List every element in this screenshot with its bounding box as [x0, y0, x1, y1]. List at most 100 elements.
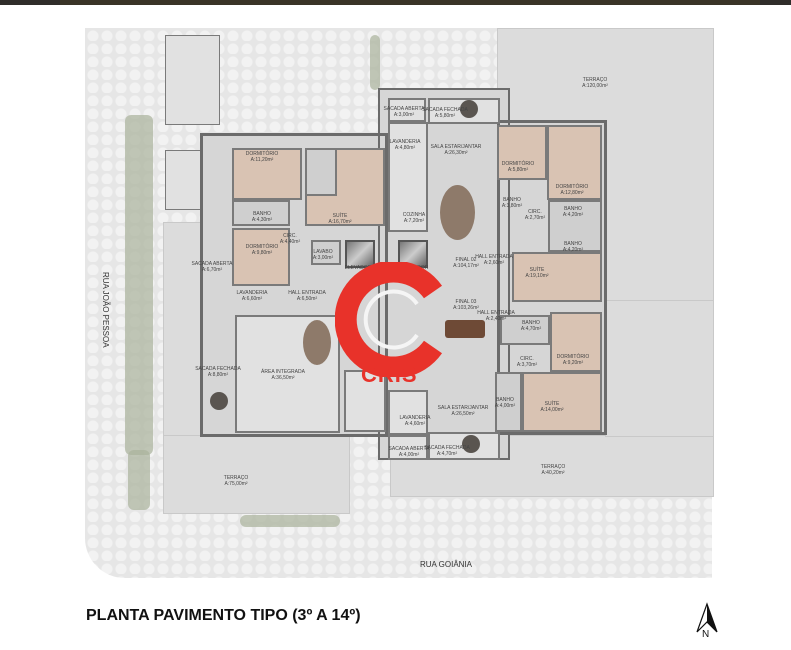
room-area: A:3,00m²	[393, 111, 415, 118]
garden-strip	[370, 35, 380, 90]
room-name: TERRAÇO	[223, 475, 249, 481]
planter	[460, 100, 478, 118]
room-name: DORMITÓRIO	[555, 184, 589, 190]
dining-table	[303, 320, 331, 365]
room-area: A:2,40m²	[485, 315, 507, 322]
room-name: SACADA FECHADA	[424, 445, 470, 451]
garden-strip	[125, 115, 153, 455]
cris-logo-watermark	[335, 262, 442, 377]
room-area: A:26,50m²	[451, 410, 475, 417]
room-banho	[548, 200, 602, 252]
room-name: BANHO	[564, 206, 582, 212]
room-name: FINAL 02	[455, 257, 477, 263]
room-dormitorio	[550, 312, 602, 372]
room-area: A:36,50m²	[271, 374, 295, 381]
top-bar-accent	[60, 0, 760, 5]
watermark-text: CRIS	[361, 362, 418, 387]
room-area: A:7,20m²	[403, 217, 425, 224]
room-label: CIRC.A:4,40m²	[280, 233, 300, 245]
room-dormitorio	[547, 125, 602, 200]
room-banho	[495, 372, 522, 432]
planter	[210, 392, 228, 410]
room-name: BANHO	[253, 211, 271, 217]
room-area: A:4,20m²	[562, 211, 584, 218]
room-banho	[500, 315, 550, 345]
room-dormitorio	[232, 228, 290, 286]
room-name: SACADA FECHADA	[195, 366, 241, 372]
room-name: BANHO	[503, 197, 521, 203]
room-name: ÁREA INTEGRADA	[261, 369, 305, 375]
room-name: COZINHA	[402, 212, 426, 218]
terrace-right	[605, 300, 714, 437]
room-area: A:8,80m²	[207, 371, 229, 378]
room-area: A:104,17m²	[453, 262, 479, 269]
room-name: FINAL 03	[455, 299, 477, 305]
logo-c-shape	[335, 262, 442, 377]
room-name: BANHO	[496, 397, 514, 403]
room-dormitorio	[497, 125, 547, 180]
room-area: A:6,60m²	[241, 295, 263, 302]
room-suite	[522, 372, 602, 432]
room-name: ELEVADOR	[344, 265, 372, 271]
room-name: TERRAÇO	[582, 77, 608, 83]
room-area: A:120,00m²	[582, 82, 608, 89]
room-area: A:9,80m²	[251, 249, 273, 256]
room-name: SACADA FECHADA	[422, 107, 468, 113]
plan-title: PLANTA PAVIMENTO TIPO (3º A 14º)	[86, 607, 361, 624]
room-area: A:75,00m²	[224, 480, 248, 487]
top-bar	[0, 0, 791, 5]
room-area: A:4,00m²	[398, 451, 420, 458]
garden-strip	[128, 450, 150, 510]
room-name: CIRC.	[520, 356, 534, 362]
pergola	[165, 35, 220, 125]
stairs	[344, 370, 386, 432]
elevator	[345, 240, 375, 268]
room-area: A:11,20m²	[250, 156, 274, 163]
room-name: DORMITÓRIO	[556, 354, 590, 360]
room-name: SALA ESTAR/JANTAR	[430, 144, 482, 150]
room-banho	[232, 200, 290, 226]
room-name: LAVANDERIA	[236, 290, 268, 296]
north-arrow-icon	[696, 602, 718, 633]
room-area: A:14,00m²	[540, 406, 564, 413]
room-area: A:9,20m²	[562, 359, 584, 366]
room-area: A:5,80m²	[434, 112, 456, 119]
logo-c-inner	[363, 289, 419, 350]
room-name: DORMITÓRIO	[245, 151, 279, 157]
room-area: A:19,10m²	[525, 272, 549, 279]
room-banho-suite	[305, 148, 337, 196]
room-area: A:4,30m²	[251, 216, 273, 223]
room-name: LAVABO	[313, 249, 333, 255]
room-area: A:4,20m²	[562, 246, 584, 253]
room-area: A:26,30m²	[444, 149, 468, 156]
room-cozinha	[388, 122, 428, 232]
room-name: SUÍTE	[529, 267, 545, 273]
street-label-left: RUA JOÃO PESSOA	[101, 272, 110, 348]
